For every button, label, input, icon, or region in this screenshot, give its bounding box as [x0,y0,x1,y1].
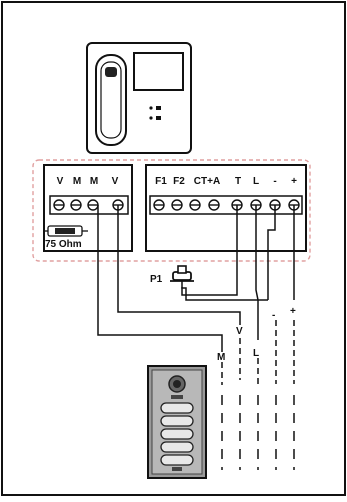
terminal-label-ct-a: CT+A [194,176,220,187]
door-entrance-panel [147,365,207,479]
wire-minus [267,205,276,300]
wire-label-minus: - [272,310,275,321]
terminal-label-m2: M [90,176,98,187]
wire-p1-minus [181,280,268,301]
termination-jumper [43,225,88,237]
wires [97,205,295,470]
call-buttons [160,402,194,466]
wire-p1-t [181,205,238,296]
wire-label-l: L [253,348,259,359]
monitor-buttons [149,106,161,120]
terminal-label-l: L [253,176,259,187]
p1-push-button [170,265,194,282]
wire-label-plus: + [290,306,296,317]
terminal-label-v2: V [112,176,119,187]
terminal-label-f1: F1 [155,176,167,187]
left-screw-terminals [53,199,124,211]
wire-label-m: M [217,352,225,363]
terminal-label-plus: + [291,176,297,187]
wire-m [97,205,223,352]
right-terminal-block: F1 F2 CT+A T L - + [145,164,307,252]
monitor-connection-zone [32,159,311,262]
left-terminal-block: V M M V 75 Ohm [43,164,133,252]
wire-label-v: V [236,326,243,337]
terminal-label-m1: M [73,176,81,187]
terminal-label-f2: F2 [173,176,185,187]
jumper-label: 75 Ohm [45,239,82,250]
wire-l [255,205,259,340]
terminal-label-minus: - [273,176,276,187]
p1-label: P1 [150,274,163,285]
video-monitor [86,42,192,154]
wire-v [117,205,241,325]
terminal-label-t: T [235,176,241,187]
speaker-grille [171,395,183,399]
terminal-label-v1: V [57,176,64,187]
monitor-screen [133,52,184,91]
handset [95,54,127,146]
